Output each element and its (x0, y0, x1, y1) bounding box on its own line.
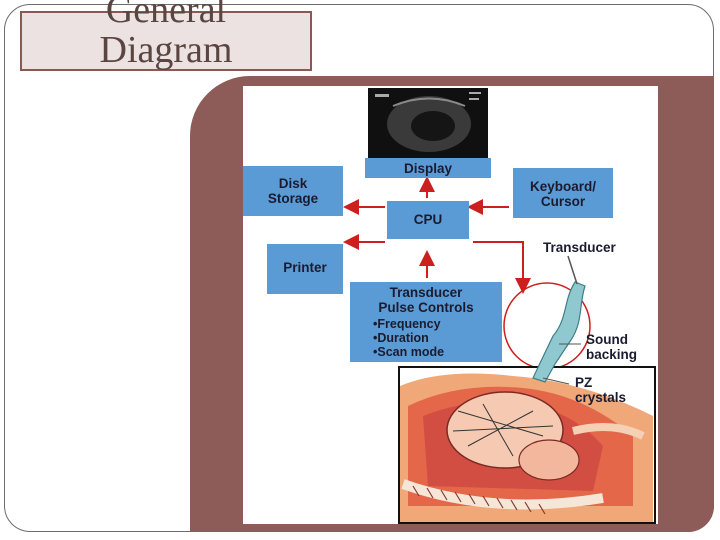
transducer-label: Transducer (543, 240, 616, 255)
pz-crystals-label: PZ crystals (575, 375, 626, 405)
pz-crystals-line-1: PZ (575, 375, 593, 390)
pulse-controls-bullets: •Frequency •Duration •Scan mode (373, 317, 444, 359)
pulse-controls-title: Transducer Pulse Controls (350, 285, 502, 315)
cpu-box (387, 201, 469, 239)
title-line-2: Diagram (99, 29, 233, 71)
ultrasound-screen-image (368, 88, 488, 163)
abdomen-illustration (398, 366, 656, 524)
sound-backing-line-2: backing (586, 347, 638, 362)
title-line-1: General (105, 0, 227, 31)
keyboard-line-2: Cursor (540, 194, 586, 209)
sound-backing-line-1: Sound (586, 332, 628, 347)
title-box (20, 11, 312, 71)
bullet-scan-mode: •Scan mode (373, 345, 445, 359)
disk-storage-line-2: Storage (267, 191, 319, 206)
sound-backing-label: Sound backing (586, 332, 637, 362)
disk-storage-box (243, 166, 343, 216)
arrow-cpu-to-transducer (473, 241, 531, 294)
printer-label: Printer (283, 260, 327, 275)
keyboard-cursor-box (513, 168, 613, 218)
display-box (365, 158, 491, 178)
printer-box (267, 244, 343, 294)
bullet-duration: •Duration (373, 331, 429, 345)
cpu-label: CPU (413, 212, 443, 227)
disk-storage-line-1: Disk (278, 176, 308, 191)
transducer-probe (532, 255, 586, 385)
keyboard-line-1: Keyboard/ (529, 179, 597, 194)
pz-crystals-line-2: crystals (575, 390, 627, 405)
disk-storage-label: Disk Storage (243, 176, 343, 206)
pulse-controls-line-2: Pulse Controls (378, 300, 474, 315)
pulse-controls-line-1: Transducer (389, 285, 463, 300)
display-label: Display (403, 161, 453, 176)
pulse-controls-box (350, 282, 502, 362)
diagram-graphics (343, 88, 656, 524)
ultrasound-diagram: Display Disk Storage CPU Keyboard/ Curso… (243, 86, 658, 524)
slide-title: General Diagram (20, 0, 312, 70)
keyboard-cursor-label: Keyboard/ Cursor (513, 179, 613, 209)
bullet-frequency: •Frequency (373, 317, 441, 331)
